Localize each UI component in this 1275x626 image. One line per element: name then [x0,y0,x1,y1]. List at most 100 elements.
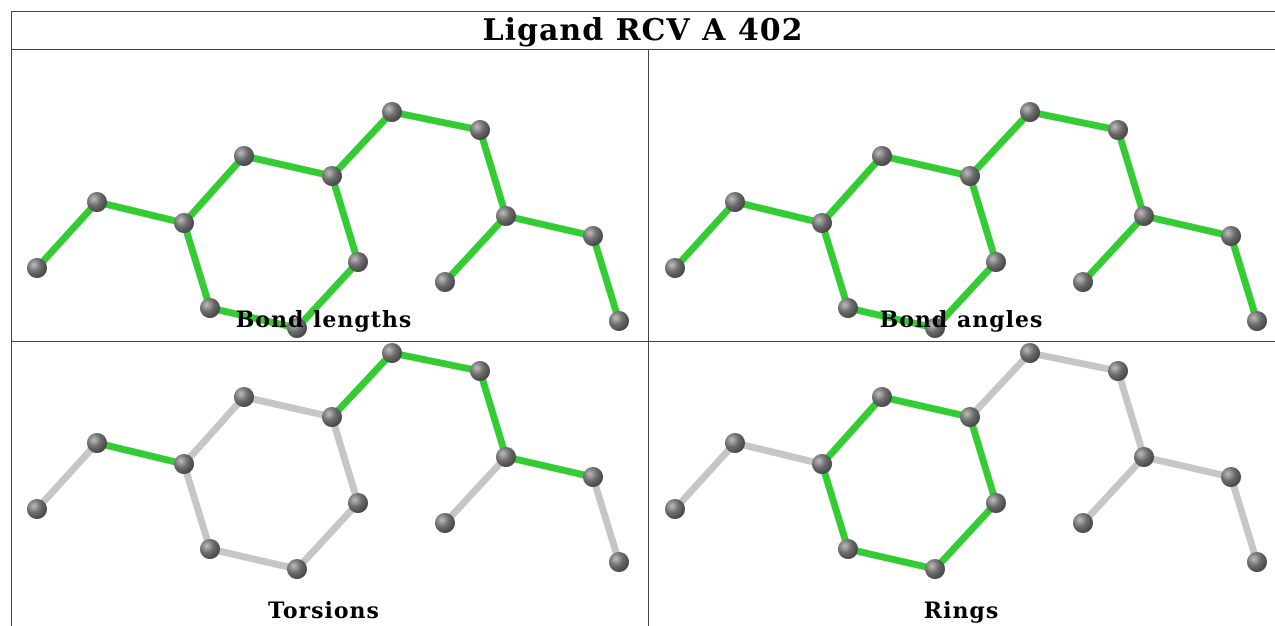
bond-a1-a2 [671,439,739,513]
bond-a5-a6 [966,172,1000,266]
molecule-view-torsions [27,343,629,579]
atom-a10 [1108,120,1128,140]
atom-a12 [1073,272,1093,292]
bond-a7-a8 [844,304,939,332]
atom-a6 [986,252,1006,272]
bond-a1-a2 [671,198,739,272]
atom-a3 [812,454,832,474]
bond-a8-a3 [818,460,852,553]
atom-a12 [435,272,455,292]
bond-a4-a5 [240,393,336,421]
atom-a13 [1221,226,1241,246]
atom-a11 [1134,447,1154,467]
bond-a11-a13 [502,453,597,481]
atom-a9 [1020,343,1040,363]
bond-a5-a6 [328,413,362,507]
atom-a7 [925,318,945,338]
bond-a7-a8 [206,545,301,573]
atom-a4 [872,387,892,407]
vertical-divider [648,50,649,626]
atom-a9 [382,102,402,122]
bond-a4-a5 [878,393,974,421]
bond-a11-a12 [1079,212,1148,286]
panel-label-torsions: Torsions [268,598,380,624]
atom-a13 [583,226,603,246]
bond-a6-a7 [931,258,1000,332]
bond-a10-a11 [1114,126,1148,220]
atom-a2 [725,433,745,453]
panel-torsions: Torsions [0,341,648,626]
bond-a5-a6 [966,413,1000,507]
bond-a11-a12 [1079,453,1148,527]
bond-a6-a7 [931,499,1000,573]
atom-a1 [665,258,685,278]
bond-a13-a14 [589,473,623,566]
atom-a3 [812,213,832,233]
bond-a5-a9 [966,349,1034,421]
atom-a1 [27,499,47,519]
atom-a3 [174,454,194,474]
atom-a14 [1247,311,1267,331]
atom-a3 [174,213,194,233]
panel-rings: Rings [638,341,1275,626]
atom-a5 [960,407,980,427]
molecule-view-bond-lengths [27,102,629,338]
title-bar: Ligand RCV A 402 [11,11,1275,50]
atom-a11 [1134,206,1154,226]
panel-label-rings: Rings [923,598,1000,624]
atom-a8 [838,539,858,559]
bond-a2-a3 [731,439,826,468]
bond-a13-a14 [589,232,623,325]
figure-title: Ligand RCV A 402 [482,12,804,48]
atom-a13 [1221,467,1241,487]
panel-bond-lengths: Bond lengths [0,50,648,341]
bond-a7-a8 [844,545,939,573]
bond-a1-a2 [33,198,101,272]
bond-a5-a9 [328,108,396,180]
atom-a1 [665,499,685,519]
bond-a11-a12 [441,453,510,527]
atom-a8 [200,539,220,559]
atom-a2 [87,433,107,453]
atom-a12 [1073,513,1093,533]
atom-a13 [583,467,603,487]
atom-a5 [322,407,342,427]
bond-a8-a3 [180,219,214,312]
bond-a2-a3 [93,439,188,468]
atom-a12 [435,513,455,533]
atom-a11 [496,206,516,226]
bond-a3-a4 [180,152,248,227]
bond-a9-a10 [1026,349,1122,375]
panel-bond-angles: Bond angles [638,50,1275,341]
bond-a8-a3 [180,460,214,553]
panel-label-bond-angles: Bond angles [879,307,1044,333]
atom-a4 [234,387,254,407]
figure-frame [11,11,1275,626]
atom-a7 [925,559,945,579]
atom-a10 [470,361,490,381]
bond-a7-a8 [206,304,301,332]
panel-label-bond-lengths: Bond lengths [235,307,413,333]
atom-a2 [87,192,107,212]
horizontal-divider [11,341,1275,342]
bond-a8-a3 [818,219,852,312]
atom-a14 [609,552,629,572]
atom-a7 [287,318,307,338]
bond-a3-a4 [818,393,886,468]
bond-a1-a2 [33,439,101,513]
bond-a2-a3 [93,198,188,227]
bond-a11-a13 [502,212,597,240]
bond-a10-a11 [476,126,510,220]
atom-a9 [1020,102,1040,122]
bond-a11-a13 [1140,453,1235,481]
bond-a9-a10 [388,349,484,375]
bond-a2-a3 [731,198,826,227]
atom-a10 [470,120,490,140]
bond-a10-a11 [476,367,510,461]
atom-a1 [27,258,47,278]
bond-a13-a14 [1227,473,1261,566]
bond-a6-a7 [293,258,362,332]
atom-a10 [1108,361,1128,381]
bond-a11-a13 [1140,212,1235,240]
molecule-view-rings [665,343,1267,579]
